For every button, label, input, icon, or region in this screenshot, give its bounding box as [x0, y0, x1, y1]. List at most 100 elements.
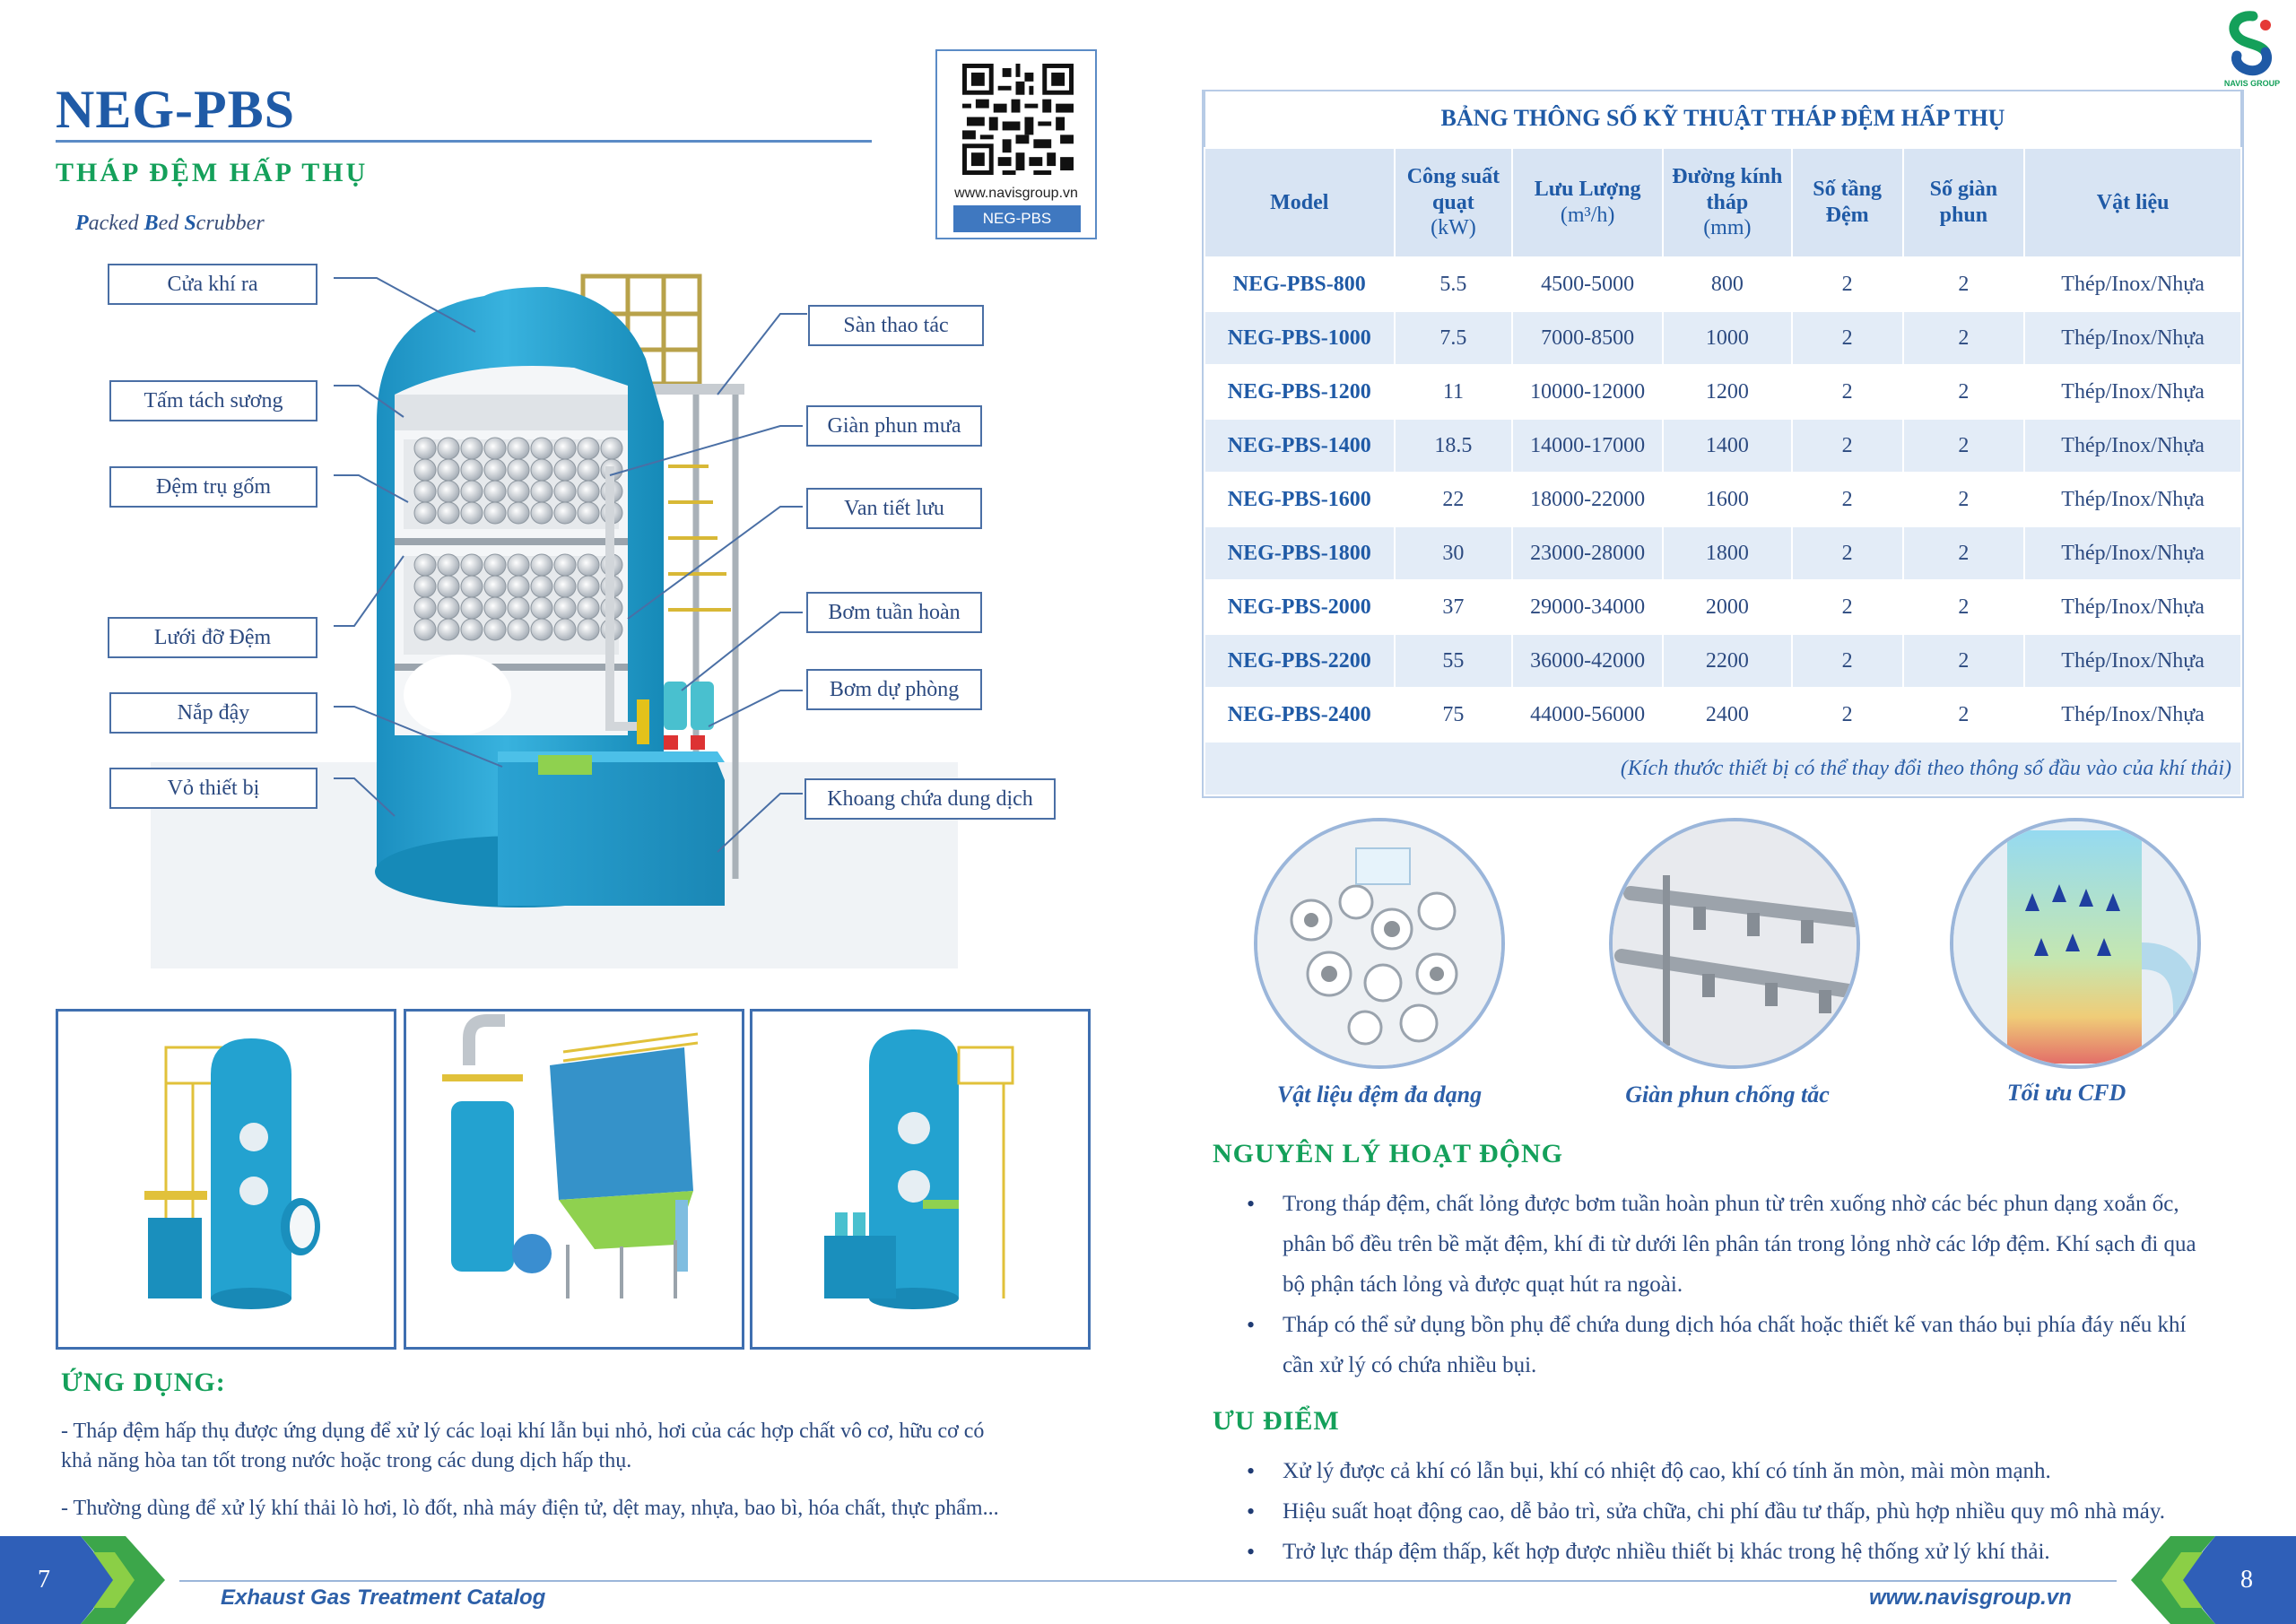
packing-ball [530, 553, 553, 577]
packing-ball [553, 553, 577, 577]
english-initial: P [75, 212, 89, 235]
packing-ball [553, 458, 577, 482]
packing-ball [553, 575, 577, 598]
spec-table: BẢNG THÔNG SỐ KỸ THUẬT THÁP ĐỆM HẤP THỤ … [1204, 90, 2242, 796]
navis-group-logo-icon: NAVIS GROUP [2224, 11, 2280, 88]
spec-cell: Thép/Inox/Nhựa [2023, 633, 2242, 689]
spec-cell: 2 [1901, 579, 2026, 635]
spec-cell: 2 [1901, 687, 2026, 743]
spec-cell: 36000-42000 [1511, 633, 1664, 689]
spray-pipe [605, 466, 646, 731]
spec-cell: 1600 [1661, 472, 1793, 527]
packing-ball [600, 437, 623, 460]
packing-ball [437, 596, 460, 620]
system-thumbnail-icon [442, 1014, 699, 1298]
spec-cell: 2 [1901, 472, 2026, 527]
packing-ball [413, 618, 437, 641]
principle-line: phân bổ đều trên bề mặt đệm, khí đi từ d… [1283, 1232, 2196, 1256]
packing-ball [577, 480, 600, 503]
pump-group [637, 682, 714, 750]
product-title: NEG-PBS [56, 80, 296, 139]
spec-cell: 30 [1393, 525, 1514, 581]
packing-ball [507, 458, 530, 482]
spec-cell: 2 [1901, 418, 2026, 473]
callout-packing-support: Lưới đỡ Đệm [108, 617, 317, 658]
packing-ball [530, 480, 553, 503]
spec-cell: 44000-56000 [1511, 687, 1664, 743]
callout-shell: Vỏ thiết bị [109, 768, 317, 809]
spec-cell: 2 [1901, 633, 2026, 689]
packing-ball [507, 575, 530, 598]
spec-cell-model: NEG-PBS-2000 [1204, 579, 1396, 635]
qr-model-tag: NEG-PBS [953, 205, 1081, 232]
footer-website: www.navisgroup.vn [1869, 1585, 2072, 1610]
packing-ball [577, 596, 600, 620]
leader-lines [334, 277, 807, 853]
feature-image-packing [1254, 818, 1505, 1069]
page-number-right: 8 [2240, 1566, 2253, 1594]
packing-ball [507, 618, 530, 641]
packing-ball [553, 501, 577, 525]
packing-ball [437, 553, 460, 577]
application-paragraph-2: - Thường dùng để xử lý khí thải lò hơi, … [61, 1497, 999, 1520]
col-diameter-label: Đường kính tháp [1672, 164, 1783, 214]
tower-diagram: Cửa khí ra Tấm tách sương Đệm trụ gốm Lư… [0, 260, 1112, 977]
packing-ball [483, 553, 507, 577]
qr-code-icon[interactable] [962, 64, 1074, 175]
packing-ball [577, 437, 600, 460]
spec-cell: Thép/Inox/Nhựa [2023, 310, 2242, 366]
application-line: khả năng hòa tan tốt trong nước hoặc tro… [61, 1449, 632, 1472]
spec-cell: Thép/Inox/Nhựa [2023, 525, 2242, 581]
packing-ball [483, 596, 507, 620]
english-initial: B [144, 212, 159, 235]
cfd-simulation-icon [1953, 821, 2197, 1065]
thumbnail-tower-1 [56, 1009, 396, 1350]
spec-cell: 2 [1901, 364, 2026, 420]
advantages-heading: ƯU ĐIỂM [1213, 1406, 1340, 1436]
packing-ball [507, 501, 530, 525]
spec-cell: 2 [1790, 525, 1904, 581]
spec-cell: 22 [1393, 472, 1514, 527]
packing-ball [460, 553, 483, 577]
principle-line: cần xử lý có chứa nhiều bụi. [1283, 1353, 1537, 1377]
packing-ball [553, 480, 577, 503]
spec-cell-model: NEG-PBS-2400 [1204, 687, 1396, 743]
packing-ball [437, 437, 460, 460]
packing-ball [437, 575, 460, 598]
footer-right-arrow-icon [2131, 1536, 2296, 1624]
packing-ball [507, 553, 530, 577]
packing-ball [413, 480, 437, 503]
spec-cell: 18000-22000 [1511, 472, 1664, 527]
packing-ball [507, 437, 530, 460]
spec-table-header: Model Công suất quạt(kW) Lưu Lượng(m³/h)… [1204, 147, 2242, 258]
packing-ball [483, 458, 507, 482]
packing-ball [460, 437, 483, 460]
spec-cell: 2 [1790, 472, 1904, 527]
product-english-name: Packed Bed Scrubber [75, 212, 265, 236]
qr-card[interactable]: www.navisgroup.vn NEG-PBS [935, 49, 1097, 239]
callout-throttle-valve: Van tiết lưu [806, 488, 982, 529]
packing-ball [483, 437, 507, 460]
support-grid-upper [395, 538, 628, 545]
spec-cell: Thép/Inox/Nhựa [2023, 256, 2242, 312]
col-flow: Lưu Lượng(m³/h) [1511, 147, 1664, 258]
spec-cell: 2 [1790, 633, 1904, 689]
spec-cell: 1800 [1661, 525, 1793, 581]
tower-thumbnail-icon [824, 1029, 1014, 1309]
spec-cell: 5.5 [1393, 256, 1514, 312]
callout-spray-system: Giàn phun mưa [806, 405, 982, 447]
demister-plate [395, 395, 628, 430]
callout-solution-tank: Khoang chứa dung dịch [804, 778, 1056, 820]
callout-backup-pump: Bơm dự phòng [806, 669, 982, 710]
spec-cell: 4500-5000 [1511, 256, 1664, 312]
english-initial: S [184, 212, 196, 235]
feature-image-spray [1609, 818, 1860, 1069]
packing-ball [483, 575, 507, 598]
spec-cell: 37 [1393, 579, 1514, 635]
principle-heading: NGUYÊN LÝ HOẠT ĐỘNG [1213, 1139, 1563, 1168]
callout-circulation-pump: Bơm tuần hoàn [806, 592, 982, 633]
